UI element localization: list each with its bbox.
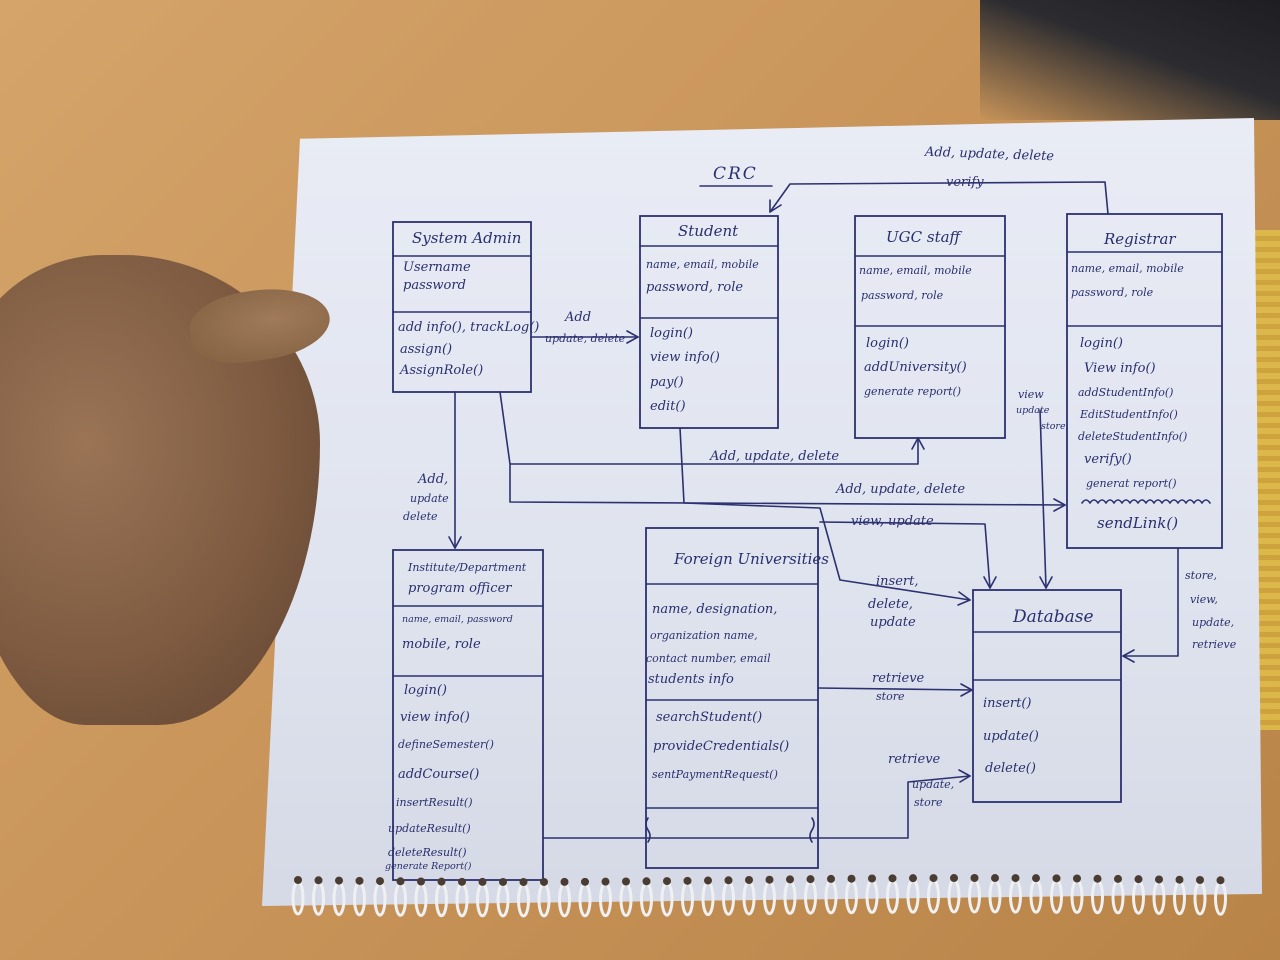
method-line: addCourse() [398,767,480,782]
class-box-foreign-universities [645,527,819,869]
method-line: generate report() [864,385,962,398]
method-line: sendLink() [1097,514,1179,532]
method-line: login() [404,683,447,698]
method-line: deleteStudentInfo() [1078,430,1188,443]
class-name-registrar: Registrar [1104,230,1176,248]
attribute-line: name, email, mobile [859,264,972,277]
attribute-line: Username [403,260,471,275]
edge-label: Add [565,310,592,325]
edge-registrar-student [769,181,1109,215]
edge-to-database-view [819,521,991,589]
class-box-institute-officer [392,549,544,881]
class-name-database: Database [1013,607,1094,627]
method-line: delete() [985,761,1036,776]
edge-label: retrieve [888,752,941,767]
method-line: update() [983,729,1039,744]
method-line: login() [866,336,909,351]
edge-label: store, [1185,569,1217,582]
method-line: addStudentInfo() [1078,386,1174,399]
method-line: AssignRole() [400,363,484,378]
edge-label: update, [912,778,955,791]
method-line: defineSemester() [398,738,494,751]
method-line: assign() [400,342,453,357]
edge-label: update, [1192,616,1235,629]
attribute-line: name, designation, [652,602,778,617]
attribute-line: password [403,278,466,293]
class-box-student [639,215,779,429]
edge-label: Add, update, delete [836,482,966,497]
attribute-line: password, role [861,289,944,302]
attribute-line: contact number, email [646,652,771,665]
edge-admin-ugc [499,391,919,465]
attribute-line: mobile, role [402,637,481,652]
edge-label: insert, [876,574,919,589]
edge-label: retrieve [872,671,925,686]
method-line: view info() [400,710,470,725]
notebook-page [262,118,1262,906]
method-line: EditStudentInfo() [1080,408,1178,421]
method-line: login() [650,326,693,341]
method-line: searchStudent() [656,710,763,725]
class-name-system-admin: System Admin [412,229,522,247]
method-line: pay() [650,375,684,390]
edge-label: update [410,492,449,505]
edge-ugc-database [1039,409,1047,589]
method-line: insert() [983,696,1032,711]
class-box-database [972,589,1122,803]
attribute-line: name, email, mobile [646,258,759,271]
class-name-institute-officer-line2: program officer [408,581,512,596]
edge-label: view, update [851,514,934,529]
method-line: View info() [1084,361,1156,376]
attribute-line: name, email, mobile [1071,262,1184,275]
method-line: verify() [1084,452,1132,467]
attribute-line: students info [648,672,734,687]
edge-label: view [1018,388,1044,401]
method-line: updateResult() [388,822,471,835]
class-name-institute-officer: Institute/Department [408,561,527,574]
edge-label: store [876,690,905,703]
method-line: edit() [650,399,686,414]
method-line: generate Report() [385,861,472,872]
diagram-title: CRC [713,164,758,184]
class-box-registrar [1066,213,1223,549]
method-line: deleteResult() [388,846,467,859]
class-box-system-admin [392,221,532,393]
method-line: view info() [650,350,720,365]
edge-student-database [679,427,971,601]
method-line: add info(), trackLog() [398,320,540,335]
class-name-ugc-staff: UGC staff [886,228,961,246]
edge-institute-database [542,775,971,839]
edge-label: delete [403,510,438,523]
edge-label: Add, update, delete [710,449,840,464]
method-line: generat report() [1086,477,1177,490]
method-line: addUniversity() [864,360,967,375]
attribute-line: password, role [1071,286,1154,299]
attribute-line: organization name, [650,629,758,642]
edge-label: Add, [418,472,449,487]
edge-registrar-database [1122,547,1179,657]
class-name-student: Student [678,222,739,240]
attribute-line: password, role [646,280,744,295]
edge-label: store [914,796,943,809]
class-name-foreign-universities: Foreign Universities [674,550,830,568]
edge-admin-registrar [509,463,1066,506]
class-box-ugc-staff [854,215,1006,439]
edge-label: update [1016,405,1050,416]
attribute-line: name, email, password [402,614,513,625]
edge-label: view, [1190,593,1218,606]
edge-label: update, delete [545,332,626,345]
method-line: insertResult() [396,796,473,809]
method-line: login() [1080,336,1123,351]
method-line: provideCredentials() [653,739,790,754]
method-line: sentPaymentRequest() [652,768,778,781]
edge-label: retrieve [1192,638,1237,651]
edge-label: update [870,615,916,630]
edge-label: delete, [868,597,913,612]
keyboard-background [980,0,1280,120]
edge-foreign-database [817,687,973,691]
edge-label: verify [946,175,984,190]
edge-label: store, [1041,421,1069,432]
